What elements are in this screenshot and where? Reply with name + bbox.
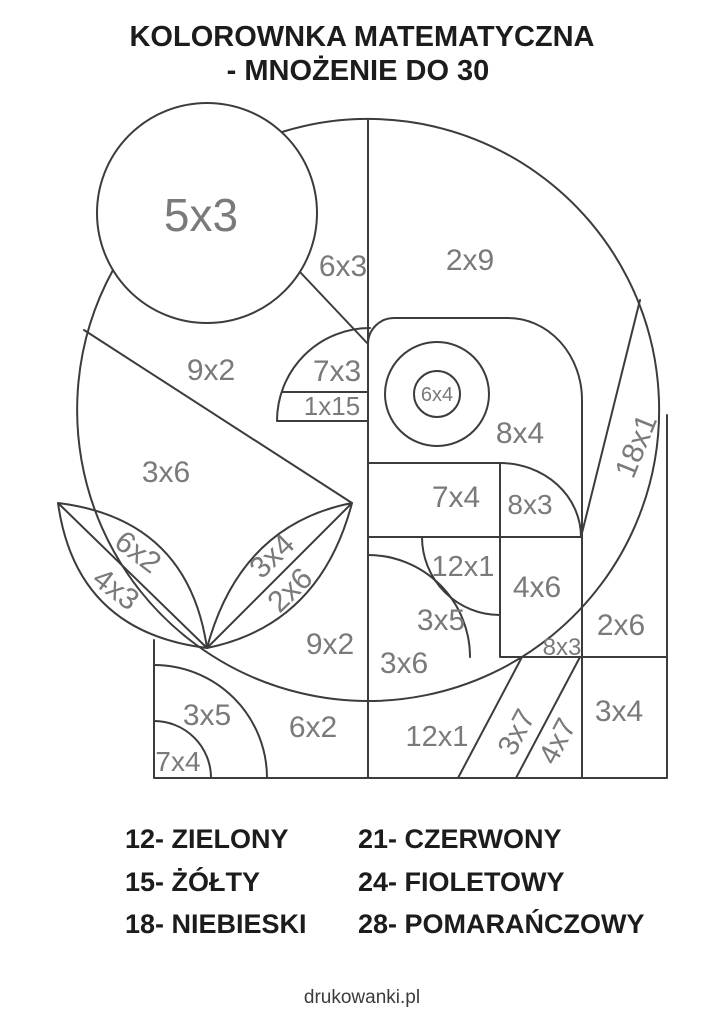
region-label-3x5-mid: 3x5 [417, 604, 465, 637]
region-label-3x5-corner: 3x5 [183, 699, 231, 732]
quarter-disc-7x3 [276, 327, 371, 422]
arc-12x1 [421, 536, 501, 616]
region-label-8x3-sliver: 8x3 [543, 634, 582, 661]
region-label-6x3: 6x3 [319, 250, 367, 283]
region-label-7x4-mid: 7x4 [432, 481, 480, 514]
title-line-2: - MNOŻENIE DO 30 [227, 55, 490, 87]
ring-outer-circle [384, 341, 490, 447]
legend-item-24-fioletowy: 24- FIOLETOWY [358, 867, 565, 897]
diagonal-9x2-3x6 [83, 329, 353, 504]
region-label-3x4-bottom: 3x4 [595, 695, 643, 728]
region-label-6x2-corner: 6x2 [289, 711, 337, 744]
color-legend: 12- ZIELONY 15- ŻÓŁTY 18- NIEBIESKI 21- … [125, 824, 645, 939]
legend-item-12-zielony: 12- ZIELONY [125, 824, 289, 854]
region-label-12x1-bottom: 12x1 [406, 721, 469, 753]
region-label-9x2-lower: 9x2 [306, 628, 354, 661]
picture-labels: 5x3 6x3 2x9 9x2 7x3 1x15 6x4 8x4 7x4 8x3… [86, 189, 663, 777]
region-label-3x6-lower: 3x6 [380, 647, 428, 680]
region-label-8x3-mid: 8x3 [507, 489, 552, 520]
region-label-9x2-upper: 9x2 [187, 354, 235, 387]
wedge-diagonal-6x3 [299, 271, 369, 345]
leaf-left [57, 502, 208, 649]
picture-outline [57, 102, 668, 779]
band-3x7-4x7 [457, 656, 581, 779]
outer-circle-arc [76, 117, 661, 702]
arc-3x5-mid [367, 554, 471, 658]
region-label-3x6-left: 3x6 [142, 456, 190, 489]
region-label-6x4: 6x4 [421, 384, 453, 406]
grid-lines [153, 414, 668, 779]
region-label-1x15: 1x15 [304, 391, 360, 421]
site-credit: drukowanki.pl [304, 987, 420, 1008]
page-title: KOLOROWNKA MATEMATYCZNA - MNOŻENIE DO 30 [129, 21, 594, 87]
corner-arc-3x5 [153, 664, 268, 779]
region-label-2x9: 2x9 [446, 244, 494, 277]
region-label-12x1-mid: 12x1 [432, 551, 495, 583]
legend-item-15-zolty: 15- ŻÓŁTY [125, 866, 260, 897]
corner-arc-7x4 [153, 720, 212, 779]
region-label-18x1: 18x1 [609, 410, 664, 483]
region-label-2x6-right: 2x6 [597, 609, 645, 642]
region-label-7x3: 7x3 [313, 355, 361, 388]
title-line-1: KOLOROWNKA MATEMATYCZNA [129, 21, 594, 53]
region-label-5x3-bubble: 5x3 [164, 189, 238, 241]
region-label-7x4-corner: 7x4 [155, 746, 200, 777]
diagonal-18x1 [580, 299, 641, 538]
region-label-4x6: 4x6 [513, 571, 561, 604]
rounded-square-8x4 [367, 317, 583, 779]
bubble-circle [96, 102, 318, 324]
legend-item-21-czerwony: 21- CZERWONY [358, 824, 562, 854]
legend-item-18-niebieski: 18- NIEBIESKI [125, 909, 307, 939]
leaf-right [206, 502, 353, 649]
region-label-8x4: 8x4 [496, 417, 544, 450]
legend-item-28-pomaranczowy: 28- POMARAŃCZOWY [358, 908, 645, 939]
ring-inner-circle [413, 370, 461, 418]
